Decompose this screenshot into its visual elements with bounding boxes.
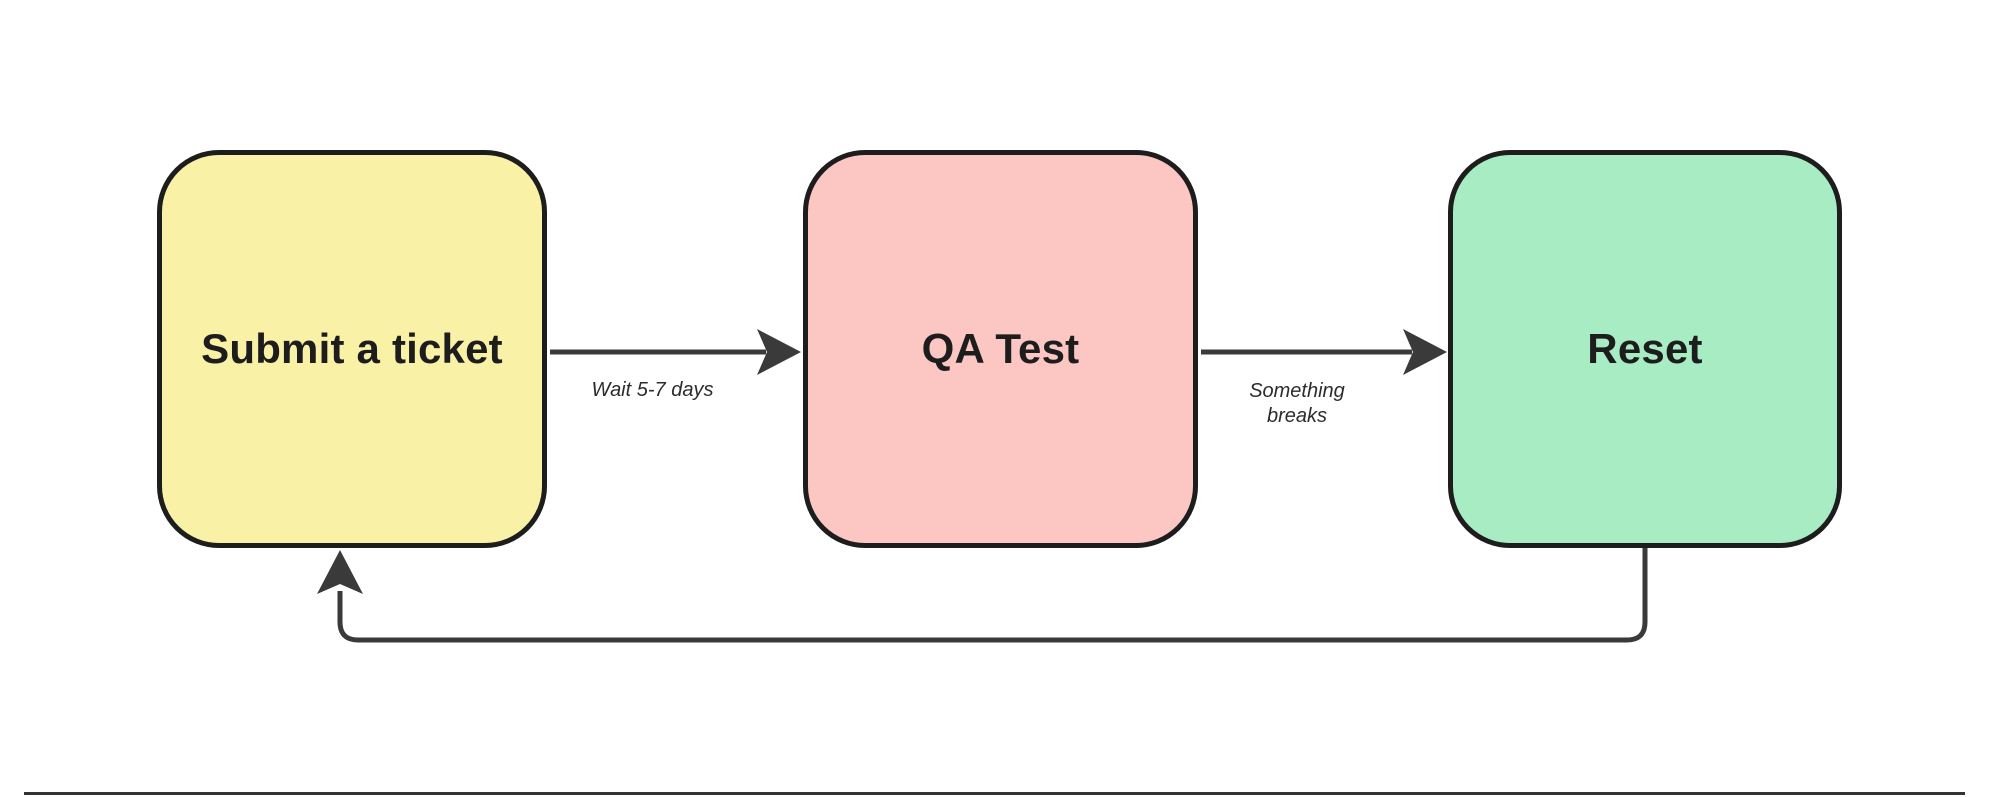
connector-reset-to-submit[interactable] xyxy=(337,548,1648,643)
flow-node-submit-ticket-label: Submit a ticket xyxy=(201,325,503,372)
edge-label-wait-5-7-days[interactable]: Wait 5-7 days xyxy=(591,379,714,401)
flow-node-qa-test-label: QA Test xyxy=(921,325,1080,372)
canvas-bottom-edge xyxy=(24,792,1965,795)
flow-node-qa-test[interactable]: QA Test xyxy=(803,150,1198,548)
flow-node-reset[interactable]: Reset xyxy=(1448,150,1842,548)
connector-reset-to-submit-arrowhead-icon xyxy=(317,550,363,594)
connector-submit-to-qa-arrowhead-icon xyxy=(757,329,801,375)
flow-node-submit-ticket[interactable]: Submit a ticket xyxy=(157,150,547,548)
connector-qa-to-reset-arrowhead-icon xyxy=(1403,329,1447,375)
edge-label-something-breaks[interactable]: Something breaks xyxy=(1249,380,1345,427)
flow-node-reset-label: Reset xyxy=(1587,325,1703,372)
